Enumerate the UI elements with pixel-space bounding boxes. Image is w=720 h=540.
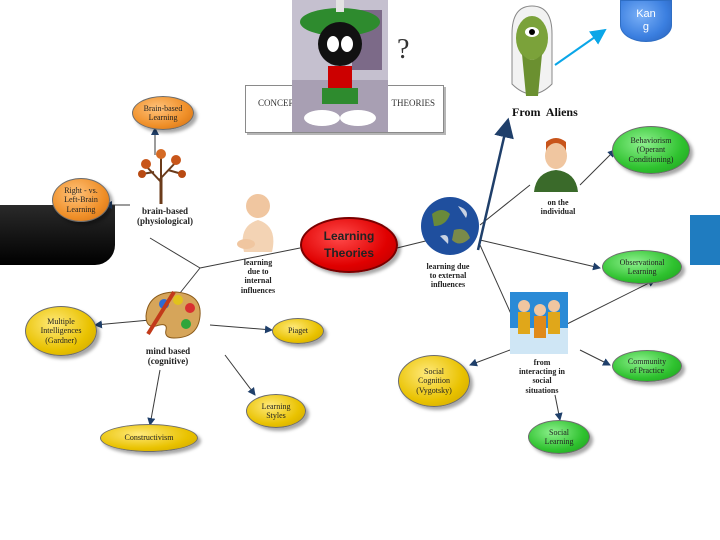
right-left-brain-node[interactable]: Right - vs. Left-Brain Learning	[52, 178, 110, 222]
line-internal-brain	[149, 237, 201, 269]
learning-internal-label: learning due to internal influences	[240, 258, 276, 295]
line-interacting-community	[579, 349, 611, 366]
from-aliens-label: From Aliens	[512, 105, 578, 119]
right-left-brain-label: Right - vs. Left-Brain Learning	[64, 186, 98, 214]
brain-based-learning-node[interactable]: Brain-based Learning	[132, 96, 194, 130]
line-interacting-social-learning	[554, 394, 563, 421]
line-center-internal	[199, 247, 301, 269]
line-external-observational	[479, 239, 601, 271]
concepts-box-left-text: CONCEP	[258, 98, 294, 108]
earth-globe-icon	[420, 196, 480, 256]
kang-alien-icon	[508, 4, 556, 102]
line-interacting-observational	[554, 279, 656, 331]
brain-based-physiological-label: brain-based (physiological)	[136, 206, 193, 227]
from-interacting-label: from interacting in social situations	[519, 358, 565, 395]
observational-learning-label: Observational Learning	[619, 257, 665, 276]
people-group-icon	[510, 292, 568, 354]
multiple-intelligences-label: Multiple Intelligences (Gardner)	[40, 317, 82, 345]
learning-theories-title: Learning Theories	[323, 229, 375, 260]
question-mark: ?	[397, 34, 410, 65]
line-external-aliens	[476, 117, 514, 251]
social-cognition-label: Social Cognition (Vygotsky)	[416, 367, 452, 395]
social-learning-label: Social Learning	[544, 427, 574, 446]
kang-label: Kan g	[636, 8, 656, 33]
constructivism-label: Constructivism	[124, 433, 174, 443]
constructivism-node[interactable]: Constructivism	[100, 424, 198, 452]
tree-icon	[136, 148, 186, 204]
line-mind-mi	[94, 319, 151, 329]
right-background-band	[690, 215, 720, 265]
mind-based-label: mind based (cognitive)	[145, 346, 191, 367]
line-mind-construct	[147, 369, 161, 426]
behaviorism-node[interactable]: Behaviorism (Operant Conditioning)	[612, 126, 690, 174]
learning-styles-label: Learning Styles	[261, 401, 291, 420]
baby-icon	[232, 192, 282, 252]
learning-external-label: learning due to external influences	[426, 262, 470, 290]
multiple-intelligences-node[interactable]: Multiple Intelligences (Gardner)	[25, 306, 97, 356]
line-mind-piaget	[209, 324, 273, 334]
concepts-box-right-text: THEORIES	[391, 98, 436, 108]
behaviorism-label: Behaviorism (Operant Conditioning)	[628, 136, 674, 164]
learning-styles-node[interactable]: Learning Styles	[246, 394, 306, 428]
community-of-practice-label: Community of Practice	[627, 356, 667, 375]
line-mind-styles	[224, 354, 256, 396]
marvin-martian-icon	[292, 0, 388, 132]
community-of-practice-node[interactable]: Community of Practice	[612, 350, 682, 382]
brain-based-learning-label: Brain-based Learning	[143, 103, 183, 122]
piaget-label: Piaget	[288, 326, 308, 336]
paint-palette-icon	[140, 286, 206, 344]
social-learning-node[interactable]: Social Learning	[528, 420, 590, 454]
observational-learning-node[interactable]: Observational Learning	[602, 250, 682, 284]
piaget-node[interactable]: Piaget	[272, 318, 324, 344]
learning-theories-node[interactable]: Learning Theories	[300, 217, 398, 273]
kang-node[interactable]: Kan g	[620, 0, 672, 42]
on-individual-label: on the individual	[540, 198, 576, 217]
social-cognition-node[interactable]: Social Cognition (Vygotsky)	[398, 355, 470, 407]
line-external-individual	[479, 184, 531, 226]
line-individual-behaviorism	[579, 149, 616, 186]
man-portrait-icon	[532, 134, 580, 192]
line-interacting-social-cog	[469, 349, 511, 367]
line-alien-kang	[554, 28, 607, 66]
